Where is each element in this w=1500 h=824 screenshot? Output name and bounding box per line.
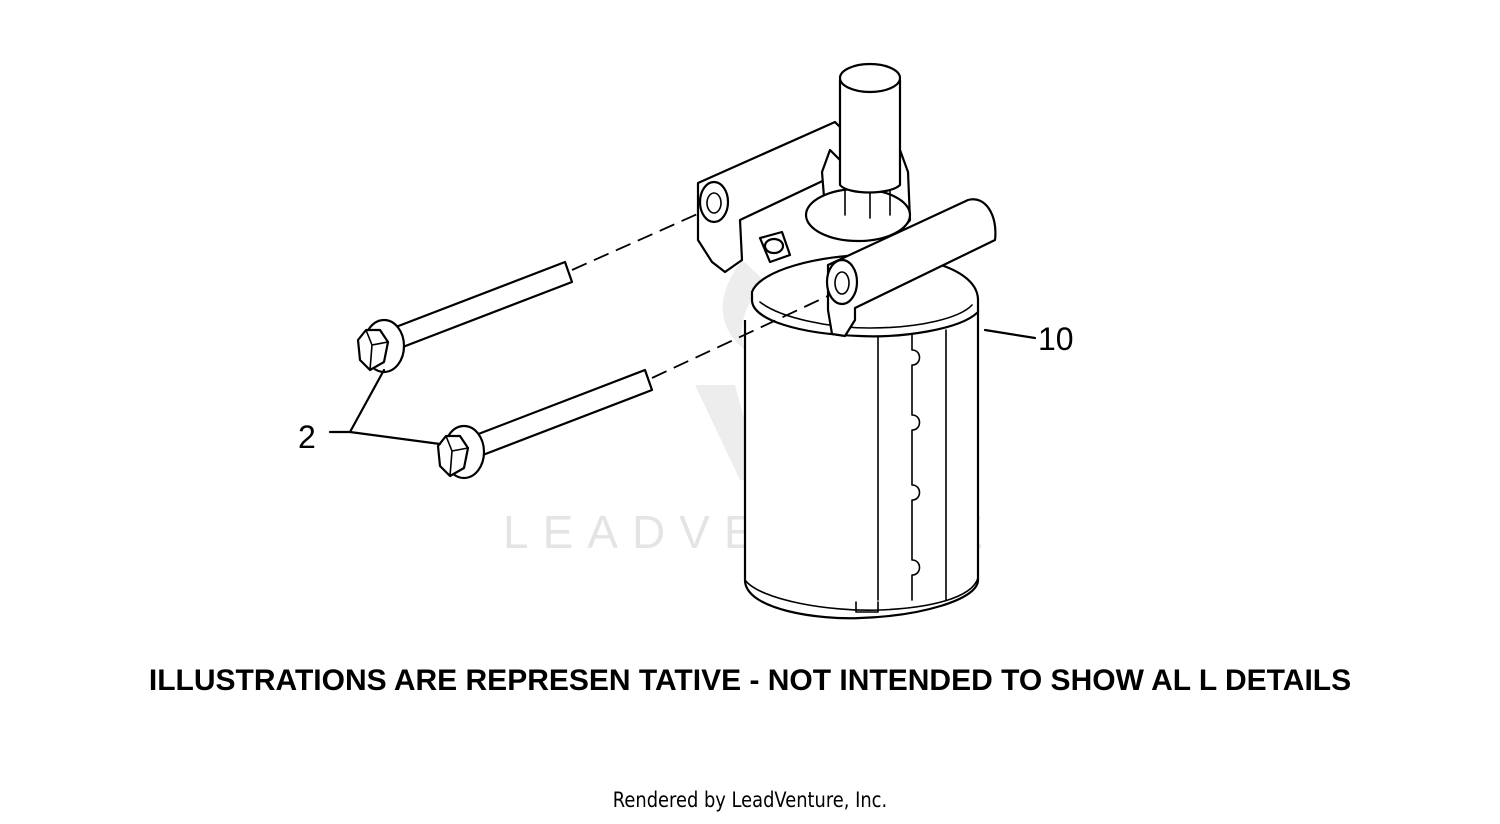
render-credit: Rendered by LeadVenture, Inc. [612,788,888,812]
bolt-lower[interactable] [436,368,654,480]
callout-label-10[interactable]: 10 [1038,321,1074,357]
alignment-line-lower [651,294,831,379]
bolt-upper[interactable] [356,260,574,374]
callout-leader-2 [328,368,442,446]
callout-leader-10 [983,328,1037,340]
alignment-line-upper [571,211,703,271]
callout-label-2[interactable]: 2 [298,419,316,455]
disclaimer-text: ILLUSTRATIONS ARE REPRESEN TATIVE - NOT … [148,664,1352,697]
starter-motor[interactable] [696,62,997,620]
